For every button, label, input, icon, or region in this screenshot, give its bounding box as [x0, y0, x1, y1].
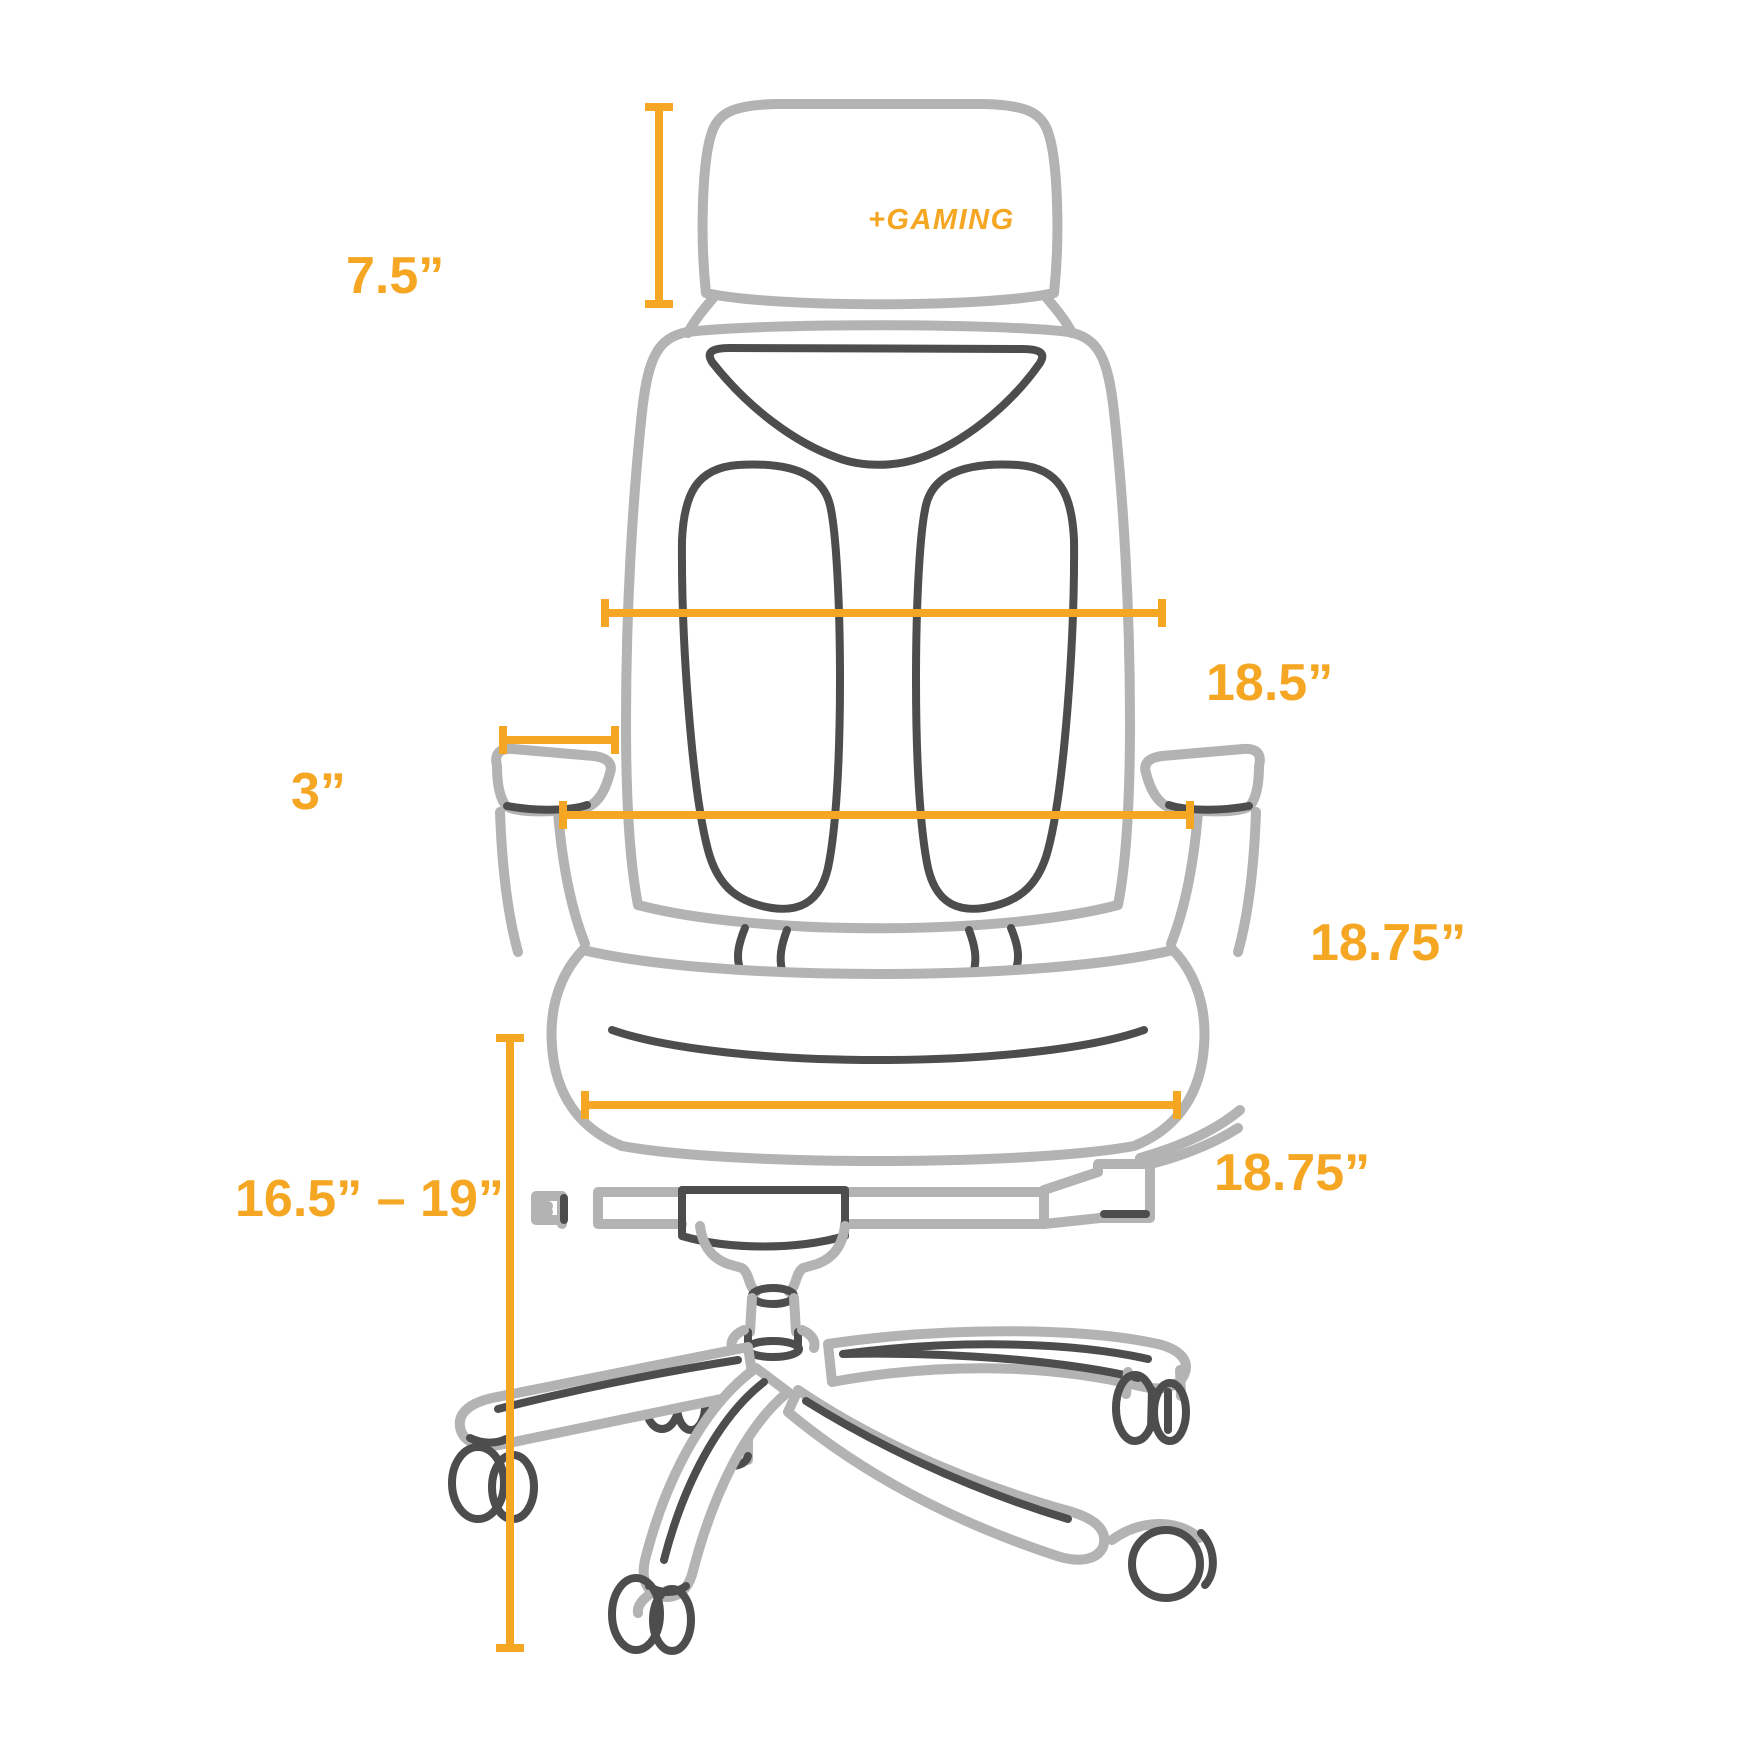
armrest-right-support-inner: [1166, 807, 1203, 949]
leg-front-right: [783, 1385, 1110, 1565]
rail-bar-left: [593, 1187, 687, 1229]
backrest-seat-connectors: [733, 924, 1023, 974]
tilt-mechanism: [531, 1159, 1155, 1361]
mechanism-taper-left: [695, 1221, 761, 1297]
backrest: [621, 320, 1135, 974]
dimension-line-armrest-width: [499, 726, 619, 754]
brand-logo: +GAMING: [868, 204, 1015, 236]
caster-left: [448, 1443, 538, 1523]
leg-front-left-accent: [660, 1378, 768, 1564]
caster-front-left-wheel-a: [608, 1574, 664, 1654]
caster-front-right: [1107, 1519, 1217, 1602]
armrest-left-pad: [491, 743, 616, 817]
label-armrest-width: 3”: [291, 763, 346, 821]
label-seat-width: 18.75”: [1214, 1144, 1371, 1202]
caster-front-right-wheel-side: [1197, 1529, 1217, 1589]
caster-rear-right-wheel-b: [1150, 1379, 1190, 1445]
caster-front-left: [608, 1574, 695, 1655]
headrest-neck-right: [1041, 292, 1077, 338]
armrest-right-support-outer: [1233, 807, 1261, 957]
label-headrest-height: 7.5”: [346, 247, 445, 305]
rail-bar-right: [840, 1187, 1049, 1229]
armrest-right-pad-edge: [1165, 801, 1253, 814]
base: [448, 1326, 1217, 1655]
headrest-neck-left: [683, 292, 719, 338]
caster-front-right-fork: [1107, 1519, 1204, 1545]
dimension-line-headrest-height: [645, 103, 673, 308]
leg-right-accent-a: [839, 1340, 1152, 1363]
dimension-lines: [496, 103, 1194, 1652]
dimension-line-seat-height: [496, 1034, 524, 1652]
armrest-left: [491, 743, 616, 957]
seat-shell-curve-1: [1135, 1105, 1245, 1163]
mechanism-box: [678, 1186, 849, 1251]
headrest-outline: [697, 99, 1063, 310]
armrest-right: [1140, 743, 1265, 957]
seat-stitch-line: [608, 1026, 1148, 1064]
dimension-line-backrest-width: [601, 599, 1166, 627]
armrest-left-support-inner: [553, 807, 590, 949]
label-seat-height-range: 16.5” – 19”: [235, 1170, 504, 1228]
mechanism-taper-right: [784, 1221, 850, 1297]
armrest-left-support-outer: [495, 807, 523, 957]
dimension-line-armrest-span: [559, 801, 1194, 829]
armrest-left-pad-edge: [503, 801, 591, 814]
seat-outline: [546, 945, 1210, 1166]
lumbar-panel-left: [677, 460, 844, 913]
label-armrest-span: 18.75”: [1310, 914, 1467, 972]
caster-front-left-wheel-b: [649, 1585, 695, 1655]
seat: [546, 945, 1245, 1175]
leg-right-accent-b: [839, 1349, 1142, 1382]
cylinder-collar-rim: [743, 1337, 803, 1361]
leg-front-right-accent: [802, 1397, 1072, 1523]
backrest-outline: [621, 320, 1135, 934]
headrest: [683, 99, 1077, 338]
lumbar-panel-right: [912, 460, 1079, 913]
caster-rear-right: [1112, 1365, 1190, 1445]
label-backrest-width: 18.5”: [1206, 654, 1334, 712]
rail-clip-left: [531, 1191, 567, 1229]
backrest-top-panel: [705, 344, 1047, 469]
leg-left: [454, 1342, 760, 1451]
cylinder-body: [745, 1293, 801, 1337]
caster-left-wheel-a: [448, 1443, 508, 1523]
armrest-right-pad: [1140, 743, 1265, 817]
leg-left-accent: [494, 1356, 742, 1413]
caster-front-left-fork: [632, 1589, 655, 1618]
leg-left-tip-edge: [466, 1434, 510, 1447]
caster-front-right-wheel: [1128, 1526, 1204, 1602]
height-lever: [1039, 1159, 1155, 1229]
dimension-line-seat-width: [581, 1091, 1181, 1119]
